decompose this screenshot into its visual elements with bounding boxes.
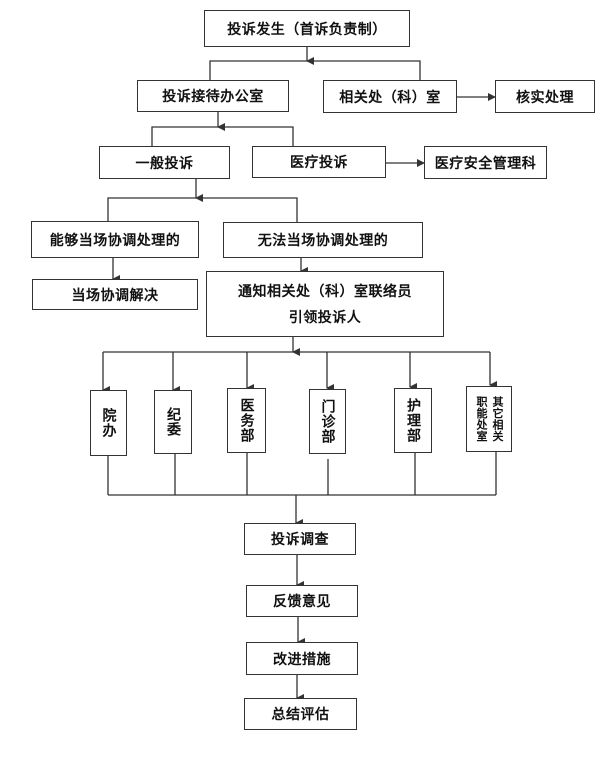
notify-line-1: 通知相关处（科）室联络员 <box>238 284 412 300</box>
medical-complaint-node: 医疗投诉 <box>252 146 386 178</box>
department-node-discipline: 纪委 <box>154 390 192 454</box>
department-label: 院办 <box>100 408 117 438</box>
related-dept-node: 相关处（科）室 <box>323 80 457 113</box>
connector <box>209 60 421 80</box>
resolve-onsite-node: 当场协调解决 <box>32 279 198 310</box>
improvement-node: 改进措施 <box>246 642 358 675</box>
can-resolve-onsite-node: 能够当场协调处理的 <box>31 221 199 258</box>
feedback-node: 反馈意见 <box>246 585 358 617</box>
notify-line-2: 引领投诉人 <box>288 310 362 326</box>
connector <box>151 126 294 146</box>
department-node-president-office: 院办 <box>90 390 127 456</box>
department-label: 护理部 <box>405 398 421 443</box>
department-label-col2: 职能处室 <box>475 396 488 442</box>
investigation-node: 投诉调查 <box>244 523 356 555</box>
department-label-col1: 其它相关 <box>491 396 504 442</box>
department-node-outpatient: 门诊部 <box>309 389 346 454</box>
general-complaint-node: 一般投诉 <box>99 146 230 179</box>
start-node: 投诉发生（首诉负责制） <box>204 10 410 47</box>
department-node-nursing: 护理部 <box>394 388 432 453</box>
department-node-medical-affairs: 医务部 <box>227 388 266 453</box>
cannot-resolve-onsite-node: 无法当场协调处理的 <box>223 222 423 258</box>
department-label: 医务部 <box>238 398 255 443</box>
medical-safety-dept-node: 医疗安全管理科 <box>424 146 547 179</box>
department-label: 纪委 <box>165 407 181 437</box>
verify-handle-node: 核实处理 <box>495 80 595 113</box>
reception-office-node: 投诉接待办公室 <box>137 80 289 112</box>
evaluation-node: 总结评估 <box>244 698 357 730</box>
connector <box>107 197 298 222</box>
department-node-other: 其它相关 职能处室 <box>466 386 512 452</box>
department-label-columns: 其它相关 职能处室 <box>475 396 504 442</box>
department-label: 门诊部 <box>319 399 336 444</box>
notify-liaison-node: 通知相关处（科）室联络员 引领投诉人 <box>206 271 444 337</box>
